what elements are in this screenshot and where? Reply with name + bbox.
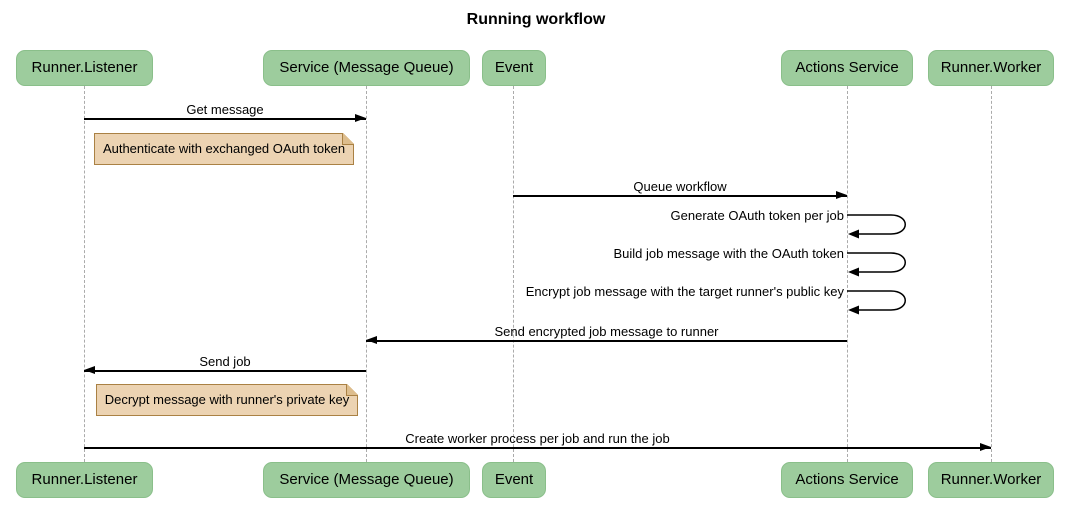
message-line — [84, 443, 991, 452]
message-label: Send job — [199, 354, 251, 369]
participant-actions-service-bottom: Actions Service — [781, 462, 913, 498]
lifeline-service-message-queue — [366, 86, 367, 462]
message-line — [84, 114, 366, 123]
participant-runner-listener-top: Runner.Listener — [16, 50, 153, 86]
participant-event-top: Event — [482, 50, 546, 86]
self-message-encrypt-job-message: Encrypt job message with the target runn… — [525, 284, 844, 299]
message-create-worker-process: Create worker process per job and run th… — [84, 431, 991, 452]
diagram-title: Running workflow — [466, 11, 606, 28]
self-message-build-job-message: Build job message with the OAuth token — [613, 246, 844, 261]
note-label: Authenticate with exchanged OAuth token — [102, 141, 346, 156]
note-fold-icon — [346, 384, 358, 396]
self-message-generate-oauth-token: Generate OAuth token per job — [670, 208, 844, 223]
self-loop-arrow-icon — [847, 214, 906, 239]
message-label: Queue workflow — [633, 179, 727, 194]
participant-actions-service-top: Actions Service — [781, 50, 913, 86]
self-loop-arrow-icon — [847, 290, 906, 315]
arrowhead-right-icon — [980, 443, 991, 452]
participant-runner-worker-bottom: Runner.Worker — [928, 462, 1054, 498]
participant-service-message-queue-top: Service (Message Queue) — [263, 50, 470, 86]
message-label: Send encrypted job message to runner — [494, 324, 719, 339]
message-line — [513, 191, 847, 200]
message-send-job: Send job — [84, 354, 366, 375]
lifeline-runner-listener — [84, 86, 85, 462]
note-authenticate: Authenticate with exchanged OAuth token — [94, 133, 354, 165]
participant-runner-worker-top: Runner.Worker — [928, 50, 1054, 86]
message-queue-workflow: Queue workflow — [513, 179, 847, 200]
lifeline-runner-worker — [991, 86, 992, 462]
lifeline-actions-service — [847, 86, 848, 462]
message-label: Get message — [186, 102, 264, 117]
arrowhead-right-icon — [836, 191, 847, 200]
note-fold-icon — [342, 133, 354, 145]
arrowhead-left-icon — [84, 366, 95, 375]
note-label: Decrypt message with runner's private ke… — [104, 392, 350, 407]
participant-runner-listener-bottom: Runner.Listener — [16, 462, 153, 498]
note-decrypt: Decrypt message with runner's private ke… — [96, 384, 358, 416]
participant-service-message-queue-bottom: Service (Message Queue) — [263, 462, 470, 498]
message-get-message: Get message — [84, 102, 366, 123]
self-loop-arrow-icon — [847, 252, 906, 277]
arrowhead-right-icon — [355, 114, 366, 123]
message-label: Create worker process per job and run th… — [405, 431, 670, 446]
arrowhead-left-icon — [366, 336, 377, 345]
message-send-encrypted-job: Send encrypted job message to runner — [366, 324, 847, 345]
lifeline-event — [513, 86, 514, 462]
message-line — [366, 336, 847, 345]
participant-event-bottom: Event — [482, 462, 546, 498]
message-line — [84, 366, 366, 375]
